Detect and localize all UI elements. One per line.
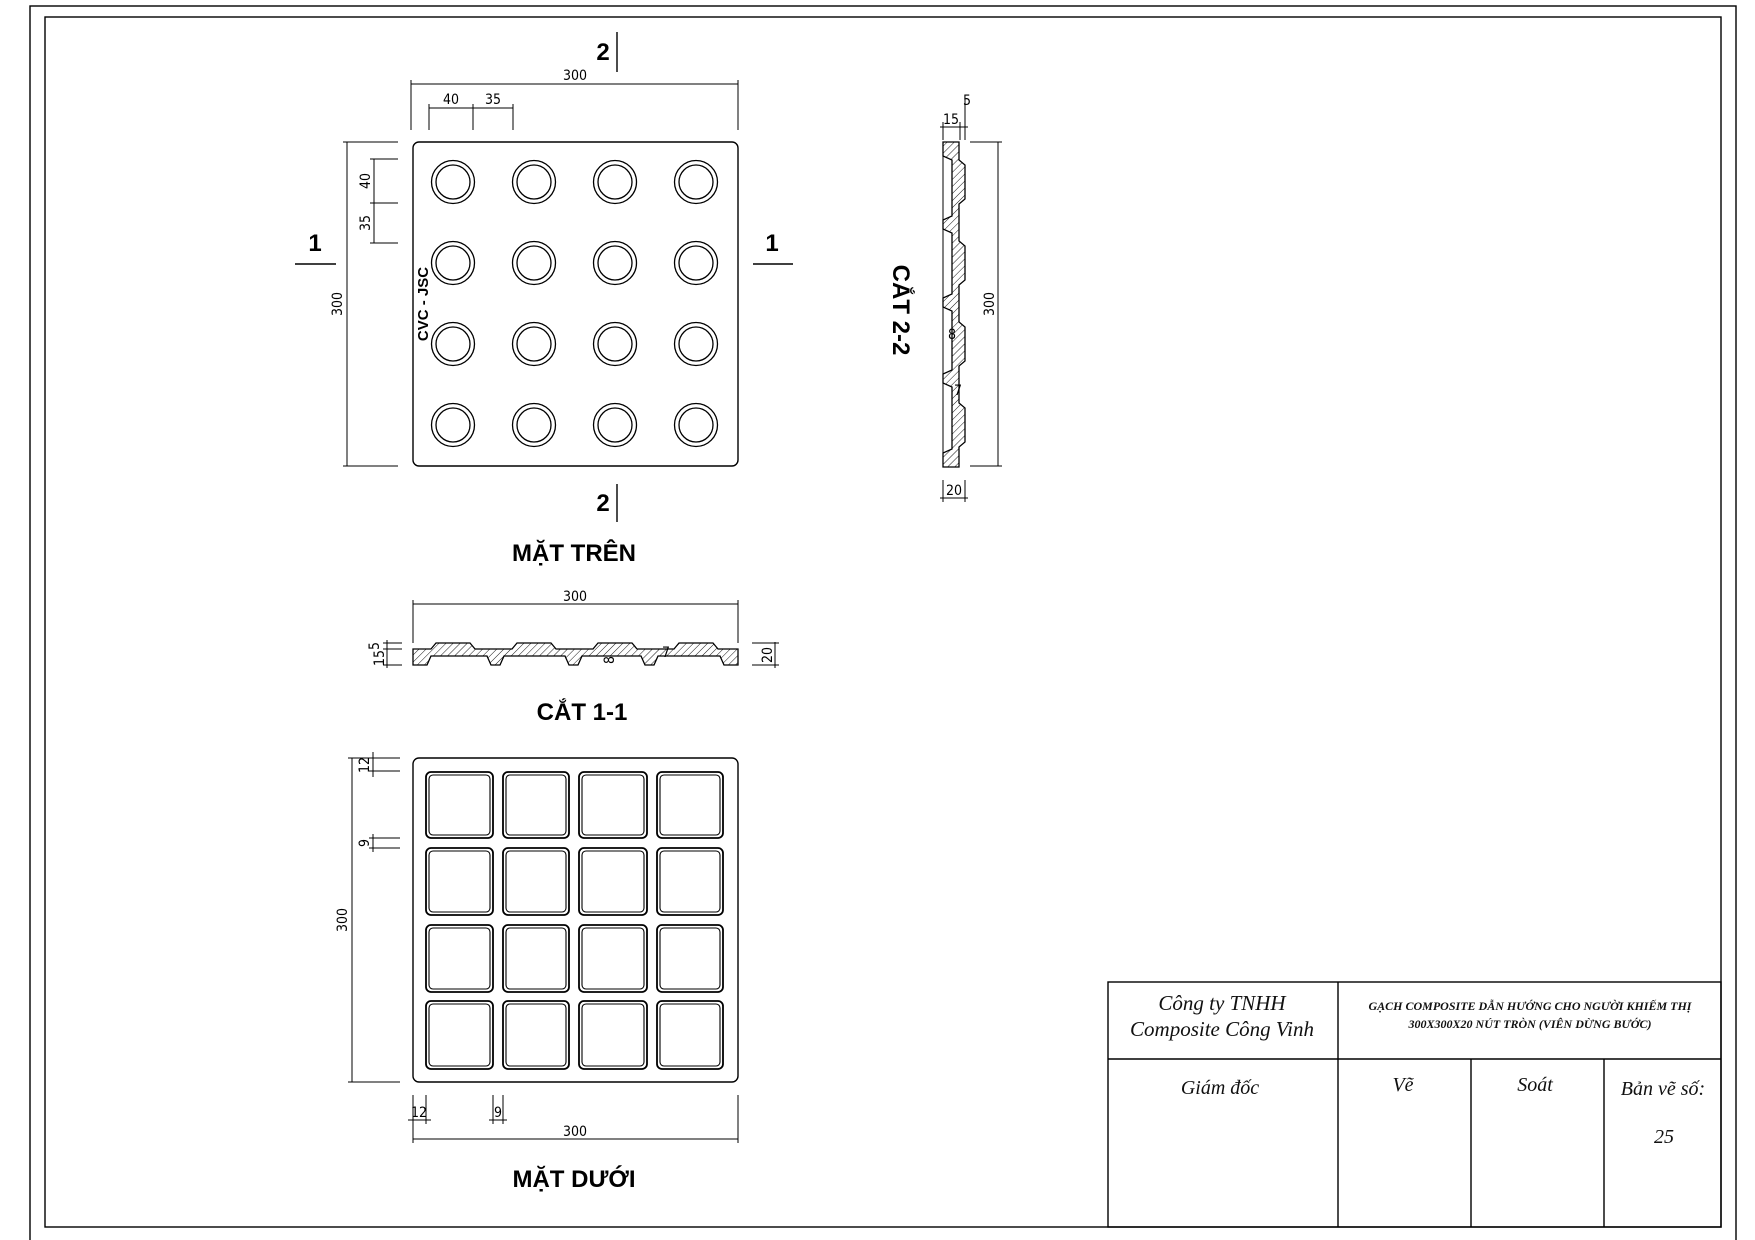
title-block: Công ty TNHH Composite Công Vinh GẠCH CO… [1107, 981, 1722, 1228]
bump [592, 240, 638, 286]
cavity-cell [502, 1000, 570, 1070]
dim-2-2-total: 20 [946, 483, 962, 499]
sheet-inner-border [44, 16, 1722, 1228]
dim-1-1-bump: 5 [367, 642, 383, 650]
checked-by-label: Soát [1517, 1074, 1553, 1096]
section-2-2: 300 15 5 20 8 7 CẮT 2-2 [887, 93, 1002, 502]
section-mark-2-top: 2 [596, 39, 609, 66]
section-1-1: 300 5 15 20 8 7 CẮT 1-1 [367, 589, 779, 726]
dim-top-width: 300 [563, 68, 587, 84]
bump [430, 402, 476, 448]
dim-1-1-width: 300 [563, 589, 587, 605]
dim-bottom-edge-x: 12 [411, 1105, 427, 1121]
bump [430, 240, 476, 286]
bump [673, 240, 719, 286]
dim-2-2-rib: 7 [954, 383, 962, 399]
bump [673, 402, 719, 448]
cavity-cell [425, 924, 494, 993]
director-label: Giám đốc [1181, 1077, 1259, 1099]
cavity-cell [502, 847, 570, 916]
dim-spacing-x: 35 [485, 92, 501, 108]
bump-grid [430, 159, 719, 448]
bump [430, 159, 476, 205]
cavity-cell [578, 847, 648, 916]
dim-bottom-width: 300 [563, 1124, 587, 1140]
cavity-cell [578, 1000, 648, 1070]
cavity-cell [578, 924, 648, 993]
tile-outline-bottom [412, 757, 739, 1083]
dim-bottom-edge-y: 12 [357, 757, 373, 773]
bump [511, 402, 557, 448]
top-view: CVC - JSC 300 40 35 300 40 35 2 2 1 1 MẶ… [295, 32, 793, 567]
dim-1-1-base: 15 [372, 650, 388, 666]
cavity-cell [656, 771, 724, 839]
section-2-2-title: CẮT 2-2 [887, 265, 915, 356]
cavity-cell [425, 771, 494, 839]
dim-edge-offset-y: 40 [358, 173, 374, 189]
tile-outline-top [412, 141, 739, 467]
company-name-line1: Công ty TNHH [1158, 991, 1287, 1015]
product-title-line1: GẠCH COMPOSITE DẪN HƯỚNG CHO NGƯỜI KHIẾM… [1369, 998, 1693, 1013]
cavity-cell [578, 771, 648, 839]
dim-edge-offset-x: 40 [443, 92, 459, 108]
cavity-cell [656, 1000, 724, 1070]
bump [673, 321, 719, 367]
bump [511, 240, 557, 286]
dim-1-1-rib: 7 [662, 645, 670, 661]
section-mark-1-left: 1 [308, 230, 321, 257]
bump [592, 402, 638, 448]
section-mark-1-right: 1 [765, 230, 778, 257]
dim-2-2-cavity: 8 [948, 327, 956, 343]
bump [511, 321, 557, 367]
bottom-view-title: MẶT DƯỚI [512, 1165, 635, 1193]
cavity-cell [502, 924, 570, 993]
top-view-title: MẶT TRÊN [512, 539, 636, 567]
dim-2-2-base: 15 [943, 112, 959, 128]
section-1-1-title: CẮT 1-1 [537, 698, 628, 726]
dim-bottom-rib-x: 9 [494, 1105, 502, 1121]
company-name-line2: Composite Công Vinh [1130, 1017, 1314, 1041]
dim-1-1-total: 20 [760, 647, 776, 663]
cavity-grid [425, 771, 724, 1070]
dim-2-2-length: 300 [982, 292, 998, 316]
cavity-cell [425, 1000, 494, 1070]
bump [592, 321, 638, 367]
dim-2-2-bump: 5 [963, 93, 971, 109]
dim-spacing-y: 35 [358, 215, 374, 231]
cavity-cell [502, 771, 570, 839]
bump [673, 159, 719, 205]
dim-bottom-rib-y: 9 [357, 839, 373, 847]
dim-top-height: 300 [330, 292, 346, 316]
drawn-by-label: Vẽ [1392, 1074, 1414, 1096]
section-2-2-profile [942, 141, 966, 468]
dim-bottom-height: 300 [335, 908, 351, 932]
sheet-number: 25 [1654, 1126, 1674, 1148]
cavity-cell [425, 847, 494, 916]
section-mark-2-bottom: 2 [596, 490, 609, 517]
brand-mark: CVC - JSC [415, 267, 432, 341]
cavity-cell [656, 924, 724, 993]
cavity-cell [656, 847, 724, 916]
product-title-line2: 300X300X20 NÚT TRÒN (VIÊN DỪNG BƯỚC) [1408, 1017, 1652, 1031]
sheet-outer-border [29, 5, 1737, 1240]
section-1-1-profile [412, 642, 739, 666]
sheet-number-label: Bản vẽ số: [1621, 1078, 1705, 1100]
bump [430, 321, 476, 367]
bump [511, 159, 557, 205]
bump [592, 159, 638, 205]
bottom-view: 300 12 9 300 12 9 MẶT DƯỚI [335, 752, 739, 1193]
dim-1-1-cavity: 8 [602, 656, 618, 664]
